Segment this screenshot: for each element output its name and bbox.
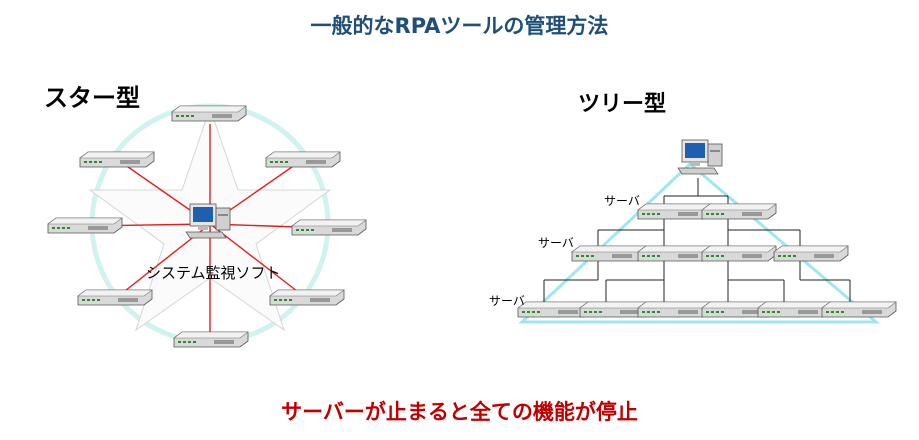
tree-server-l1-b xyxy=(701,203,777,220)
star-server-lower-left xyxy=(77,289,153,306)
tree-root-pc-icon xyxy=(677,139,723,175)
tree-server-l3-e xyxy=(757,301,833,318)
tree-level1-server-label: サーバ xyxy=(604,194,640,208)
star-server-top xyxy=(171,105,247,122)
star-server-right xyxy=(291,219,367,236)
page-title: 一般的なRPAツールの管理方法 xyxy=(310,14,609,38)
tree-level3-server-label: サーバ xyxy=(489,294,525,308)
tree-boundary-triangle xyxy=(518,161,881,324)
tree-server-l2-a xyxy=(571,245,647,262)
tree-server-l2-d xyxy=(773,245,849,262)
monitoring-software-label: システム監視ソフト xyxy=(146,264,281,282)
star-server-upper-right xyxy=(265,151,341,168)
tree-server-l2-c xyxy=(701,245,777,262)
star-server-bottom xyxy=(173,331,249,348)
tree-server-l3-f xyxy=(821,301,897,318)
tree-connections xyxy=(543,178,851,302)
star-server-lower-right xyxy=(269,289,345,306)
star-server-left xyxy=(47,217,123,234)
tree-server-l2-b xyxy=(637,245,713,262)
tree-level2-server-label: サーバ xyxy=(538,236,574,250)
tree-topology-heading: ツリー型 xyxy=(578,92,667,117)
star-topology-heading: スター型 xyxy=(44,84,140,112)
tree-server-l1-a xyxy=(637,203,713,220)
tree-server-l3-c xyxy=(637,301,713,318)
warning-caption: サーバーが止まると全ての機能が停止 xyxy=(281,400,638,424)
star-server-upper-left xyxy=(79,151,155,168)
